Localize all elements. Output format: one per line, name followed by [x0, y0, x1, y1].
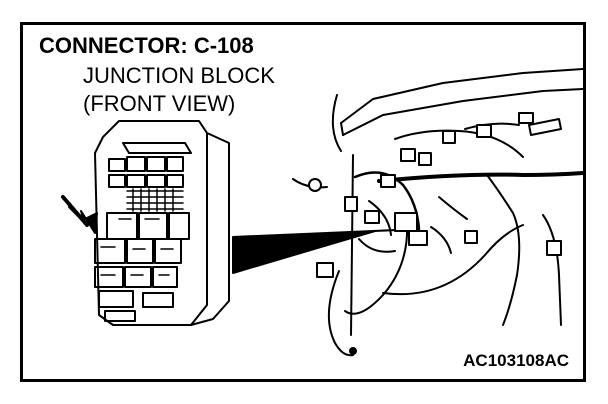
- illustration: [61, 68, 583, 357]
- callout-wedge: [232, 228, 420, 274]
- figure-code: AC103108AC: [463, 351, 569, 370]
- connector-label: CONNECTOR: C-108: [39, 33, 254, 58]
- dashboard-drawing: [292, 68, 583, 357]
- diagram-frame: CONNECTOR: C-108 JUNCTION BLOCK (FRONT V…: [20, 22, 586, 382]
- junction-block-drawing: [94, 120, 230, 326]
- connector-pointer-arrow: [61, 195, 98, 234]
- component-name: JUNCTION BLOCK: [83, 63, 275, 88]
- view-label: (FRONT VIEW): [83, 91, 236, 116]
